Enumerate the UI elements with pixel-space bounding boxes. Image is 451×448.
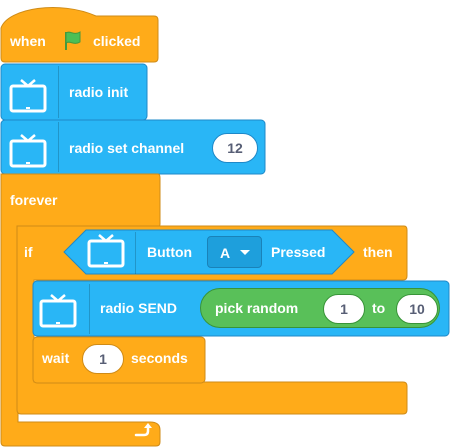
random-from-input[interactable]: 1	[323, 294, 365, 324]
tv-icon	[87, 234, 125, 268]
button-label: Button	[147, 244, 193, 260]
chevron-down-icon	[240, 250, 250, 255]
button-dropdown-value: A	[220, 245, 231, 261]
radio-set-channel-label: radio set channel	[69, 140, 185, 156]
hat-when-label: when	[10, 33, 46, 49]
radio-init-separator	[58, 66, 59, 118]
seconds-label: seconds	[131, 350, 188, 366]
random-to-label: to	[372, 300, 386, 316]
radio-send-label: radio SEND	[100, 300, 178, 316]
tv-icon	[9, 79, 47, 113]
radio-send-separator	[89, 284, 90, 334]
pick-random-reporter[interactable]: pick random 1 to 10	[200, 288, 440, 328]
channel-input[interactable]: 12	[212, 133, 258, 163]
random-to-input[interactable]: 10	[396, 294, 438, 324]
hat-clicked-label: clicked	[93, 33, 141, 49]
tv-icon	[9, 134, 47, 168]
wait-label: wait	[42, 350, 70, 366]
if-label: if	[24, 244, 33, 260]
radio-set-channel-separator	[58, 122, 59, 172]
button-dropdown[interactable]: A	[207, 236, 262, 268]
wait-seconds-input[interactable]: 1	[82, 344, 124, 374]
green-flag-icon	[65, 31, 81, 50]
pressed-label: Pressed	[271, 244, 326, 260]
radio-init-label: radio init	[69, 84, 129, 100]
then-label: then	[363, 244, 393, 260]
pick-random-label: pick random	[215, 300, 299, 316]
forever-block[interactable]	[0, 172, 162, 448]
condition-separator	[135, 232, 136, 274]
forever-label: forever	[10, 192, 58, 208]
tv-icon	[39, 294, 77, 328]
loop-arrow-icon	[134, 423, 152, 437]
